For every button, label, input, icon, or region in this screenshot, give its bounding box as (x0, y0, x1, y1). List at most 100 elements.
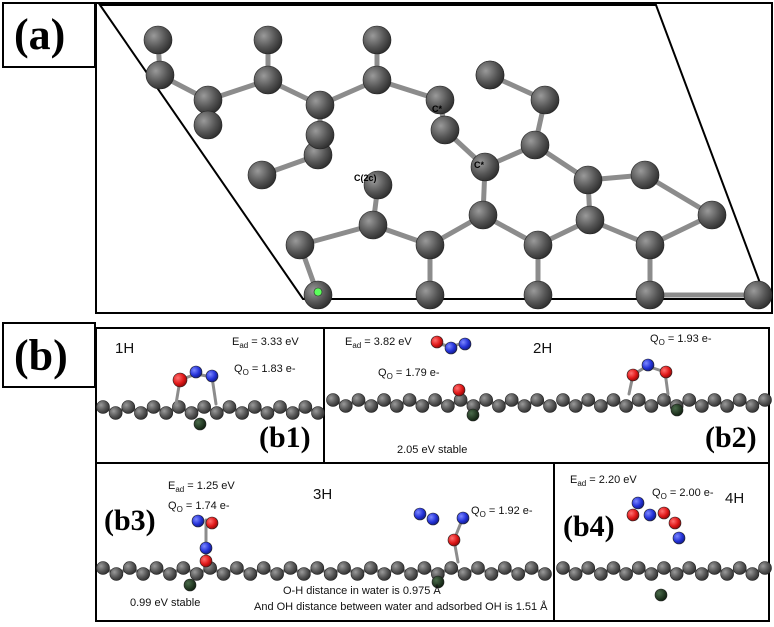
carbon-atom (305, 120, 335, 150)
sheet-carbon-atom (390, 561, 405, 575)
sheet-carbon-atom (606, 393, 621, 407)
b3-charge-1: QO = 1.74 e- (168, 500, 230, 515)
sheet-carbon-atom (197, 400, 211, 414)
sheet-carbon-atom (417, 561, 432, 575)
carbon-atom (523, 280, 553, 310)
b2-tag: (b2) (705, 421, 757, 454)
sheet-carbon-atom (619, 567, 633, 581)
sheet-carbon-atom (337, 561, 351, 575)
sheet-carbon-atom (631, 561, 646, 575)
sheet-carbon-atom (707, 561, 722, 575)
b1-charge: QO = 1.83 e- (234, 363, 296, 378)
panel-a-label-box: (a) (2, 2, 96, 68)
sheet-carbon-atom (222, 400, 237, 414)
b2-ead: Ead = 3.82 eV (345, 336, 412, 351)
sheet-carbon-atom (428, 393, 442, 407)
b4-charge: QO = 2.00 e- (652, 487, 714, 502)
panel-b-label: (b) (14, 331, 68, 380)
sheet-carbon-atom (543, 399, 557, 413)
b2-charge-2: QO = 1.93 e- (650, 333, 712, 348)
sheet-carbon-atom (189, 567, 204, 581)
sheet-carbon-atom (745, 567, 760, 581)
sheet-carbon-atom (581, 393, 596, 407)
sheet-carbon-atom (745, 399, 760, 413)
carbon-atom (475, 60, 505, 90)
sheet-carbon-atom (644, 567, 659, 581)
sheet-carbon-atom (134, 406, 148, 420)
sheet-carbon-atom (210, 406, 224, 420)
b3-charge-2: QO = 1.92 e- (471, 505, 533, 520)
sheet-carbon-atom (121, 400, 136, 414)
carbon-atom (430, 115, 460, 145)
sheet-carbon-atom (96, 400, 110, 414)
panel-a-label: (a) (14, 10, 66, 59)
b4-tag: (b4) (563, 510, 615, 543)
sheet-carbon-atom (524, 561, 539, 575)
sheet-carbon-atom (619, 399, 633, 413)
atom-tag-c-star-1: C* (432, 104, 443, 114)
carbon-atom (743, 280, 773, 310)
atom-tag-c2c: C(2c) (354, 173, 377, 183)
carbon-atom (247, 160, 277, 190)
oxygen-atom (659, 365, 673, 379)
sheet-carbon-atom (444, 561, 459, 575)
sheet-carbon-atom (568, 567, 583, 581)
carbon-atom (143, 25, 173, 55)
panel-b-label-box: (b) (2, 322, 96, 388)
sheet-carbon-atom (669, 567, 684, 581)
carbon-atom (520, 130, 550, 160)
b3-note-1: O-H distance in water is 0.975 Å (283, 585, 441, 597)
hydrogen-atom (456, 511, 470, 525)
sheet-carbon-atom (390, 399, 404, 413)
sheet-carbon-atom (402, 393, 417, 407)
b1-ead: Ead = 3.33 eV (232, 336, 299, 351)
sheet-carbon-atom (682, 561, 697, 575)
sheet-carbon-atom (758, 393, 772, 407)
sheet-carbon-atom (136, 567, 150, 581)
sheet-carbon-atom (273, 400, 287, 414)
sheet-carbon-atom (695, 399, 709, 413)
sheet-carbon-atom (657, 393, 671, 407)
hydrogen-atom (205, 369, 219, 383)
sheet-carbon-atom (441, 399, 455, 413)
sheet-carbon-atom (657, 561, 671, 575)
sheet-carbon-atom (235, 406, 249, 420)
sheet-carbon-atom (581, 561, 596, 575)
sheet-carbon-atom (149, 561, 164, 575)
sheet-carbon-atom (338, 399, 353, 413)
oxygen-atom (657, 506, 671, 520)
sheet-carbon-atom (247, 400, 262, 414)
b3-title: 3H (313, 486, 333, 503)
sheet-carbon-atom (109, 567, 124, 581)
sheet-carbon-atom (471, 561, 485, 575)
sheet-carbon-atom (172, 400, 186, 414)
sheet-carbon-atom (492, 399, 506, 413)
b4-title: 4H (725, 490, 745, 507)
sheet-carbon-atom (283, 561, 298, 575)
sheet-carbon-atom (159, 406, 174, 420)
hydrogen-atom (191, 514, 205, 528)
oxygen-atom (430, 335, 444, 349)
b3-tag: (b3) (104, 504, 156, 537)
oxygen-atom (205, 516, 219, 530)
carbon-atom (253, 65, 283, 95)
sheet-carbon-atom (256, 561, 271, 575)
sheet-carbon-atom (311, 406, 325, 420)
carbon-atom (635, 280, 665, 310)
sheet-carbon-atom (350, 567, 365, 581)
sheet-carbon-atom (285, 406, 300, 420)
sheet-carbon-atom (511, 567, 526, 581)
b2-stable: 2.05 eV stable (397, 444, 468, 456)
sheet-carbon-atom (310, 561, 325, 575)
sheet-carbon-atom (230, 561, 244, 575)
b1-title: 1H (115, 340, 135, 357)
hydrogen-atom (444, 341, 458, 355)
sheet-carbon-atom (260, 406, 275, 420)
dopant-atom (654, 588, 668, 602)
carbon-atom (468, 200, 498, 230)
carbon-atom (305, 90, 335, 120)
sheet-carbon-atom (644, 399, 659, 413)
sheet-carbon-atom (606, 561, 621, 575)
sheet-carbon-atom (364, 399, 379, 413)
